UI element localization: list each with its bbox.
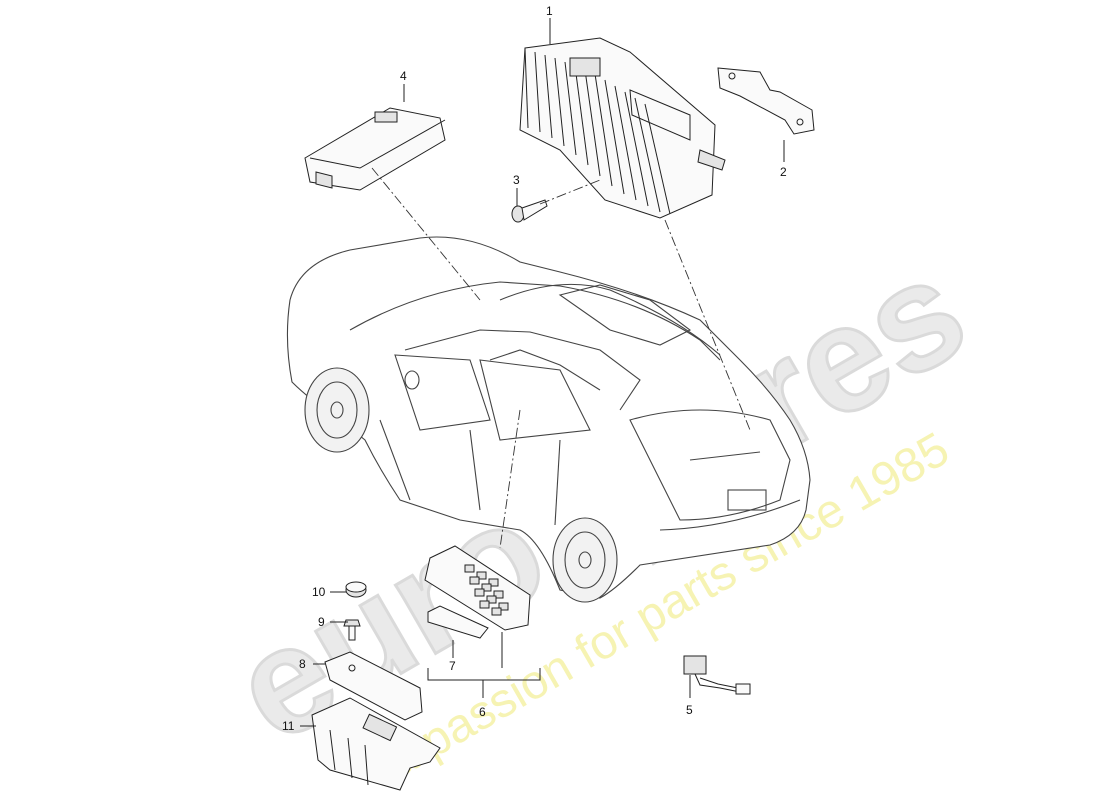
part-2-bracket bbox=[717, 67, 815, 135]
part-7-insert bbox=[427, 605, 489, 639]
vehicle-illustration bbox=[286, 236, 811, 603]
part-3-screw bbox=[511, 199, 548, 223]
callout-5: 5 bbox=[686, 703, 693, 717]
part-5-connector bbox=[683, 655, 751, 695]
callout-11: 11 bbox=[282, 719, 295, 733]
callout-7: 7 bbox=[449, 659, 456, 673]
part-11-housing bbox=[311, 697, 441, 791]
part-8-tray bbox=[324, 651, 423, 721]
part-4-module bbox=[304, 107, 446, 191]
callout-9: 9 bbox=[318, 615, 325, 629]
leader-lines bbox=[300, 18, 785, 727]
callout-3: 3 bbox=[513, 173, 520, 187]
part-1-control-unit bbox=[519, 37, 726, 219]
callout-labels: 1 2 3 4 5 6 7 8 9 10 11 bbox=[282, 4, 787, 733]
callout-6: 6 bbox=[479, 705, 486, 719]
installation-lines bbox=[371, 167, 751, 549]
part-10-cap bbox=[345, 581, 367, 598]
callout-4: 4 bbox=[400, 69, 407, 83]
callout-2: 2 bbox=[780, 165, 787, 179]
callout-8: 8 bbox=[299, 657, 306, 671]
callout-10: 10 bbox=[312, 585, 326, 599]
part-6-keypad-unit bbox=[424, 545, 531, 631]
callout-1: 1 bbox=[546, 4, 553, 18]
